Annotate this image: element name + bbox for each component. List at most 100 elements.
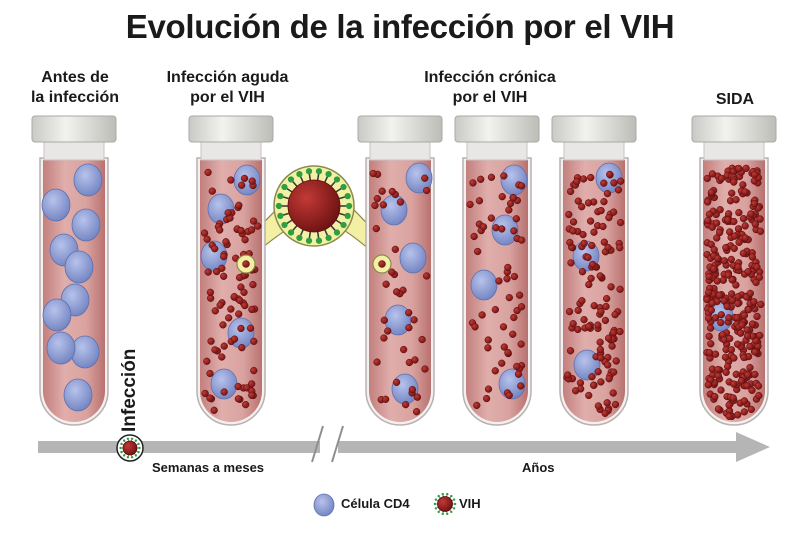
hiv-particle bbox=[747, 405, 755, 414]
hiv-particle bbox=[734, 411, 742, 419]
hiv-particle bbox=[753, 312, 761, 321]
hiv-particle bbox=[741, 188, 749, 196]
hiv-particle bbox=[736, 329, 745, 337]
hiv-particle bbox=[616, 285, 624, 293]
hiv-particle bbox=[739, 214, 748, 223]
hiv-spike bbox=[134, 439, 138, 442]
hiv-particle bbox=[720, 257, 729, 265]
hiv-particle bbox=[587, 274, 595, 283]
hiv-particle bbox=[509, 194, 518, 202]
hiv-spike bbox=[450, 510, 453, 514]
hiv-particle bbox=[218, 264, 226, 272]
hiv-particle bbox=[739, 249, 747, 257]
hiv-particle bbox=[396, 198, 405, 206]
hiv-particle bbox=[587, 173, 595, 182]
cd4-cell bbox=[42, 298, 72, 332]
hiv-particle bbox=[499, 323, 508, 331]
hiv-particle bbox=[249, 280, 257, 289]
stage-label-acute-line2: por el VIH bbox=[190, 89, 265, 106]
hiv-particle bbox=[423, 186, 431, 195]
test-tube-acute bbox=[188, 115, 274, 426]
hiv-spike bbox=[315, 237, 323, 244]
hiv-particle bbox=[234, 382, 242, 391]
hiv-particle bbox=[754, 382, 763, 390]
hiv-particle bbox=[732, 196, 740, 204]
hiv-spike bbox=[122, 439, 126, 442]
hiv-particle bbox=[487, 214, 495, 222]
hiv-spike bbox=[305, 237, 313, 244]
hiv-spike bbox=[296, 170, 303, 178]
hiv-particle bbox=[516, 291, 524, 299]
hiv-particle bbox=[466, 200, 474, 209]
hiv-particle bbox=[741, 234, 750, 242]
hiv-particle bbox=[707, 188, 716, 196]
hiv-particle bbox=[715, 228, 724, 237]
hiv-particle bbox=[569, 227, 577, 235]
hiv-particle bbox=[717, 311, 725, 319]
hiv-particle bbox=[732, 281, 740, 289]
hiv-particle bbox=[588, 241, 596, 250]
hiv-particle bbox=[602, 302, 610, 311]
hiv-particle bbox=[572, 387, 580, 395]
hiv-particle bbox=[609, 328, 618, 337]
legend bbox=[313, 492, 457, 517]
hiv-particle bbox=[612, 357, 620, 365]
test-tube-aids bbox=[691, 115, 777, 426]
hiv-spike bbox=[333, 229, 341, 236]
hiv-particle bbox=[491, 305, 500, 314]
stage-label-acute-line1: Infección aguda bbox=[166, 69, 289, 86]
hiv-particle bbox=[720, 297, 728, 305]
hiv-particle bbox=[733, 340, 742, 348]
hiv-particle bbox=[248, 391, 256, 399]
hiv-particle bbox=[471, 323, 479, 331]
hiv-particle bbox=[744, 268, 752, 276]
hiv-particle bbox=[734, 293, 742, 301]
tube-cap bbox=[551, 115, 637, 143]
hiv-particle bbox=[569, 320, 577, 328]
tube-cap bbox=[188, 115, 274, 143]
hiv-particle bbox=[742, 164, 750, 172]
hiv-spike bbox=[130, 456, 134, 459]
hiv-virion bbox=[275, 168, 353, 244]
hiv-spike bbox=[434, 498, 438, 501]
hiv-particle bbox=[504, 348, 512, 357]
hiv-particle bbox=[726, 334, 734, 343]
hiv-particle bbox=[714, 254, 722, 263]
hiv-particle bbox=[725, 314, 733, 322]
hiv-particle bbox=[248, 305, 256, 314]
hiv-particle bbox=[748, 253, 757, 261]
hiv-particle bbox=[517, 303, 526, 311]
hiv-particle bbox=[751, 171, 759, 179]
hiv-particle bbox=[579, 175, 588, 183]
hiv-particle bbox=[393, 288, 401, 296]
hiv-particle bbox=[566, 187, 575, 196]
hiv-particle bbox=[210, 406, 218, 414]
hiv-particle bbox=[248, 177, 256, 185]
hiv-spike bbox=[437, 510, 440, 514]
hiv-particle bbox=[746, 363, 754, 372]
stage-label-before-line1: Antes de bbox=[41, 69, 109, 86]
hiv-spike bbox=[137, 450, 140, 454]
hiv-particle bbox=[391, 245, 399, 254]
hiv-particle bbox=[756, 227, 765, 235]
hiv-particle bbox=[585, 280, 593, 289]
hiv-particle bbox=[740, 311, 749, 320]
hiv-particle bbox=[578, 297, 586, 305]
cd4-cell bbox=[470, 269, 498, 301]
hiv-particle bbox=[596, 338, 604, 346]
hiv-spike bbox=[344, 212, 351, 220]
hiv-spike bbox=[452, 507, 456, 510]
hiv-spike bbox=[126, 456, 130, 459]
hiv-particle bbox=[204, 168, 212, 177]
hiv-particle bbox=[203, 235, 211, 243]
hiv-particle bbox=[503, 275, 511, 283]
hiv-spike bbox=[325, 170, 332, 178]
hiv-particle bbox=[378, 260, 386, 268]
hiv-particle bbox=[705, 272, 713, 281]
hiv-particle bbox=[748, 386, 756, 394]
cd4-cell bbox=[500, 164, 528, 196]
tube-neck bbox=[466, 139, 528, 161]
hiv-spike bbox=[452, 498, 456, 501]
hiv-particle bbox=[567, 259, 575, 267]
